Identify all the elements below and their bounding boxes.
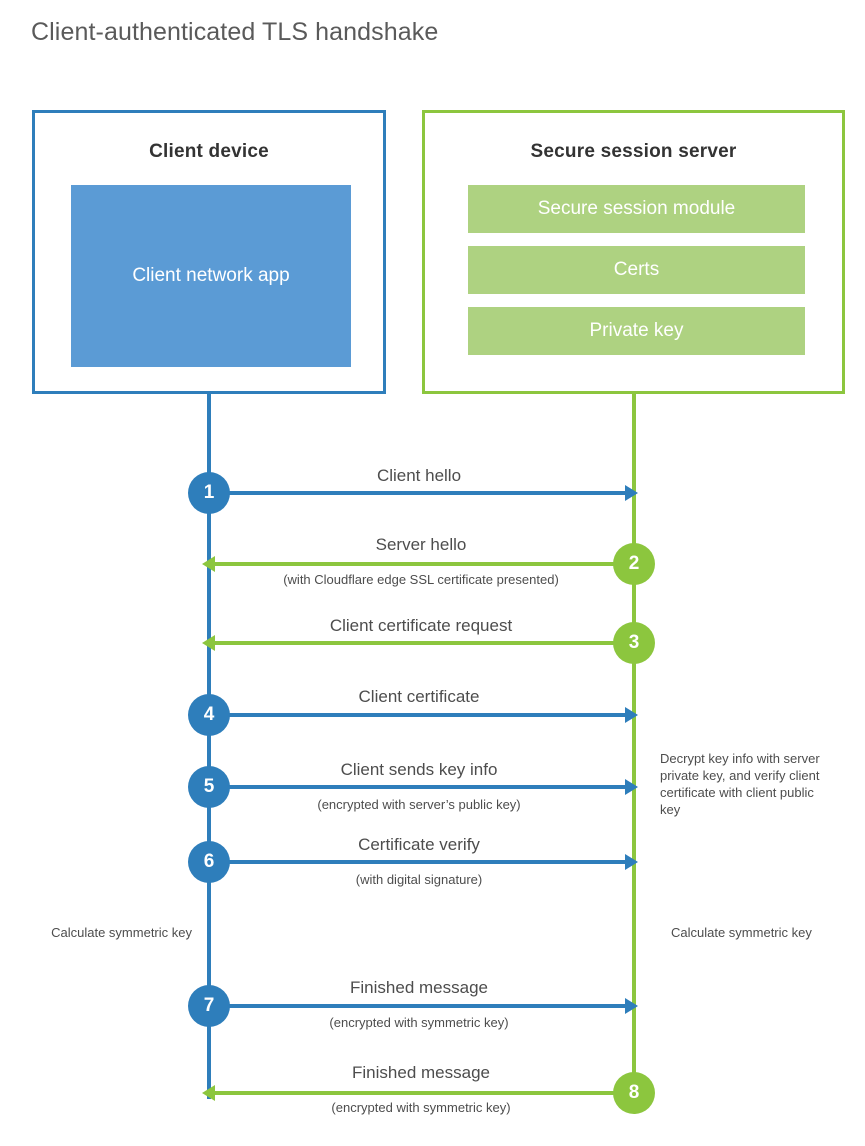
annotation-server-decrypt: Decrypt key info with server private key…: [660, 751, 820, 817]
sublabel-step-2: (with Cloudflare edge SSL certificate pr…: [283, 572, 559, 587]
step-circle-7[interactable]: 7: [188, 985, 230, 1027]
label-step-8: Finished message: [352, 1063, 490, 1082]
arrowhead-right-icon: [625, 998, 638, 1014]
annotation-server-calculate-symmetric-key: Calculate symmetric key: [671, 925, 812, 940]
label-step-2: Server hello: [375, 535, 467, 554]
arrowhead-left-icon: [202, 556, 215, 572]
step-circle-2[interactable]: 2: [613, 543, 655, 585]
arrow-step-6: [209, 854, 638, 870]
secure-session-server-title: Secure session server: [530, 141, 737, 162]
secure-session-server-box: Secure session server Secure session mod…: [422, 110, 845, 394]
client-device-box: Client device Client network app: [32, 110, 386, 394]
step-circle-1[interactable]: 1: [188, 472, 230, 514]
arrow-step-2: [202, 556, 631, 572]
sublabel-step-7: (encrypted with symmetric key): [329, 1015, 509, 1030]
arrow-step-5: [209, 779, 638, 795]
label-step-1: Client hello: [376, 466, 462, 485]
sublabel-step-6: (with digital signature): [355, 872, 483, 887]
server-block-private-key: Private key: [468, 307, 805, 355]
label-step-7: Finished message: [350, 978, 488, 997]
arrow-step-1: [209, 485, 638, 501]
label-step-4: Client certificate: [358, 687, 480, 706]
step-circle-8[interactable]: 8: [613, 1072, 655, 1114]
sublabel-step-5: (encrypted with server’s public key): [317, 797, 521, 812]
step-circle-4[interactable]: 4: [188, 694, 230, 736]
label-step-5: Client sends key info: [340, 760, 498, 779]
sublabel-step-8: (encrypted with symmetric key): [331, 1100, 511, 1115]
arrow-step-3: [202, 635, 631, 651]
arrowhead-left-icon: [202, 1085, 215, 1101]
annotation-client-calculate-symmetric-key: Calculate symmetric key: [51, 925, 192, 940]
arrowhead-left-icon: [202, 635, 215, 651]
client-device-title: Client device: [149, 141, 269, 162]
label-step-3: Client certificate request: [329, 616, 513, 635]
server-block-certs: Certs: [468, 246, 805, 294]
step-circle-3[interactable]: 3: [613, 622, 655, 664]
step-circle-5[interactable]: 5: [188, 766, 230, 808]
arrowhead-right-icon: [625, 707, 638, 723]
arrowhead-right-icon: [625, 779, 638, 795]
arrow-step-4: [209, 707, 638, 723]
step-circle-6[interactable]: 6: [188, 841, 230, 883]
server-component-list: Secure session module Certs Private key: [468, 185, 805, 368]
label-step-6: Certificate verify: [358, 835, 480, 854]
server-block-secure-session-module: Secure session module: [468, 185, 805, 233]
arrow-step-7: [209, 998, 638, 1014]
client-network-app-block: Client network app: [71, 185, 351, 367]
client-lifeline: [207, 392, 211, 1099]
arrowhead-right-icon: [625, 485, 638, 501]
arrow-step-8: [202, 1085, 631, 1101]
arrowhead-right-icon: [625, 854, 638, 870]
server-lifeline: [632, 392, 636, 1093]
page-title: Client-authenticated TLS handshake: [31, 18, 439, 46]
